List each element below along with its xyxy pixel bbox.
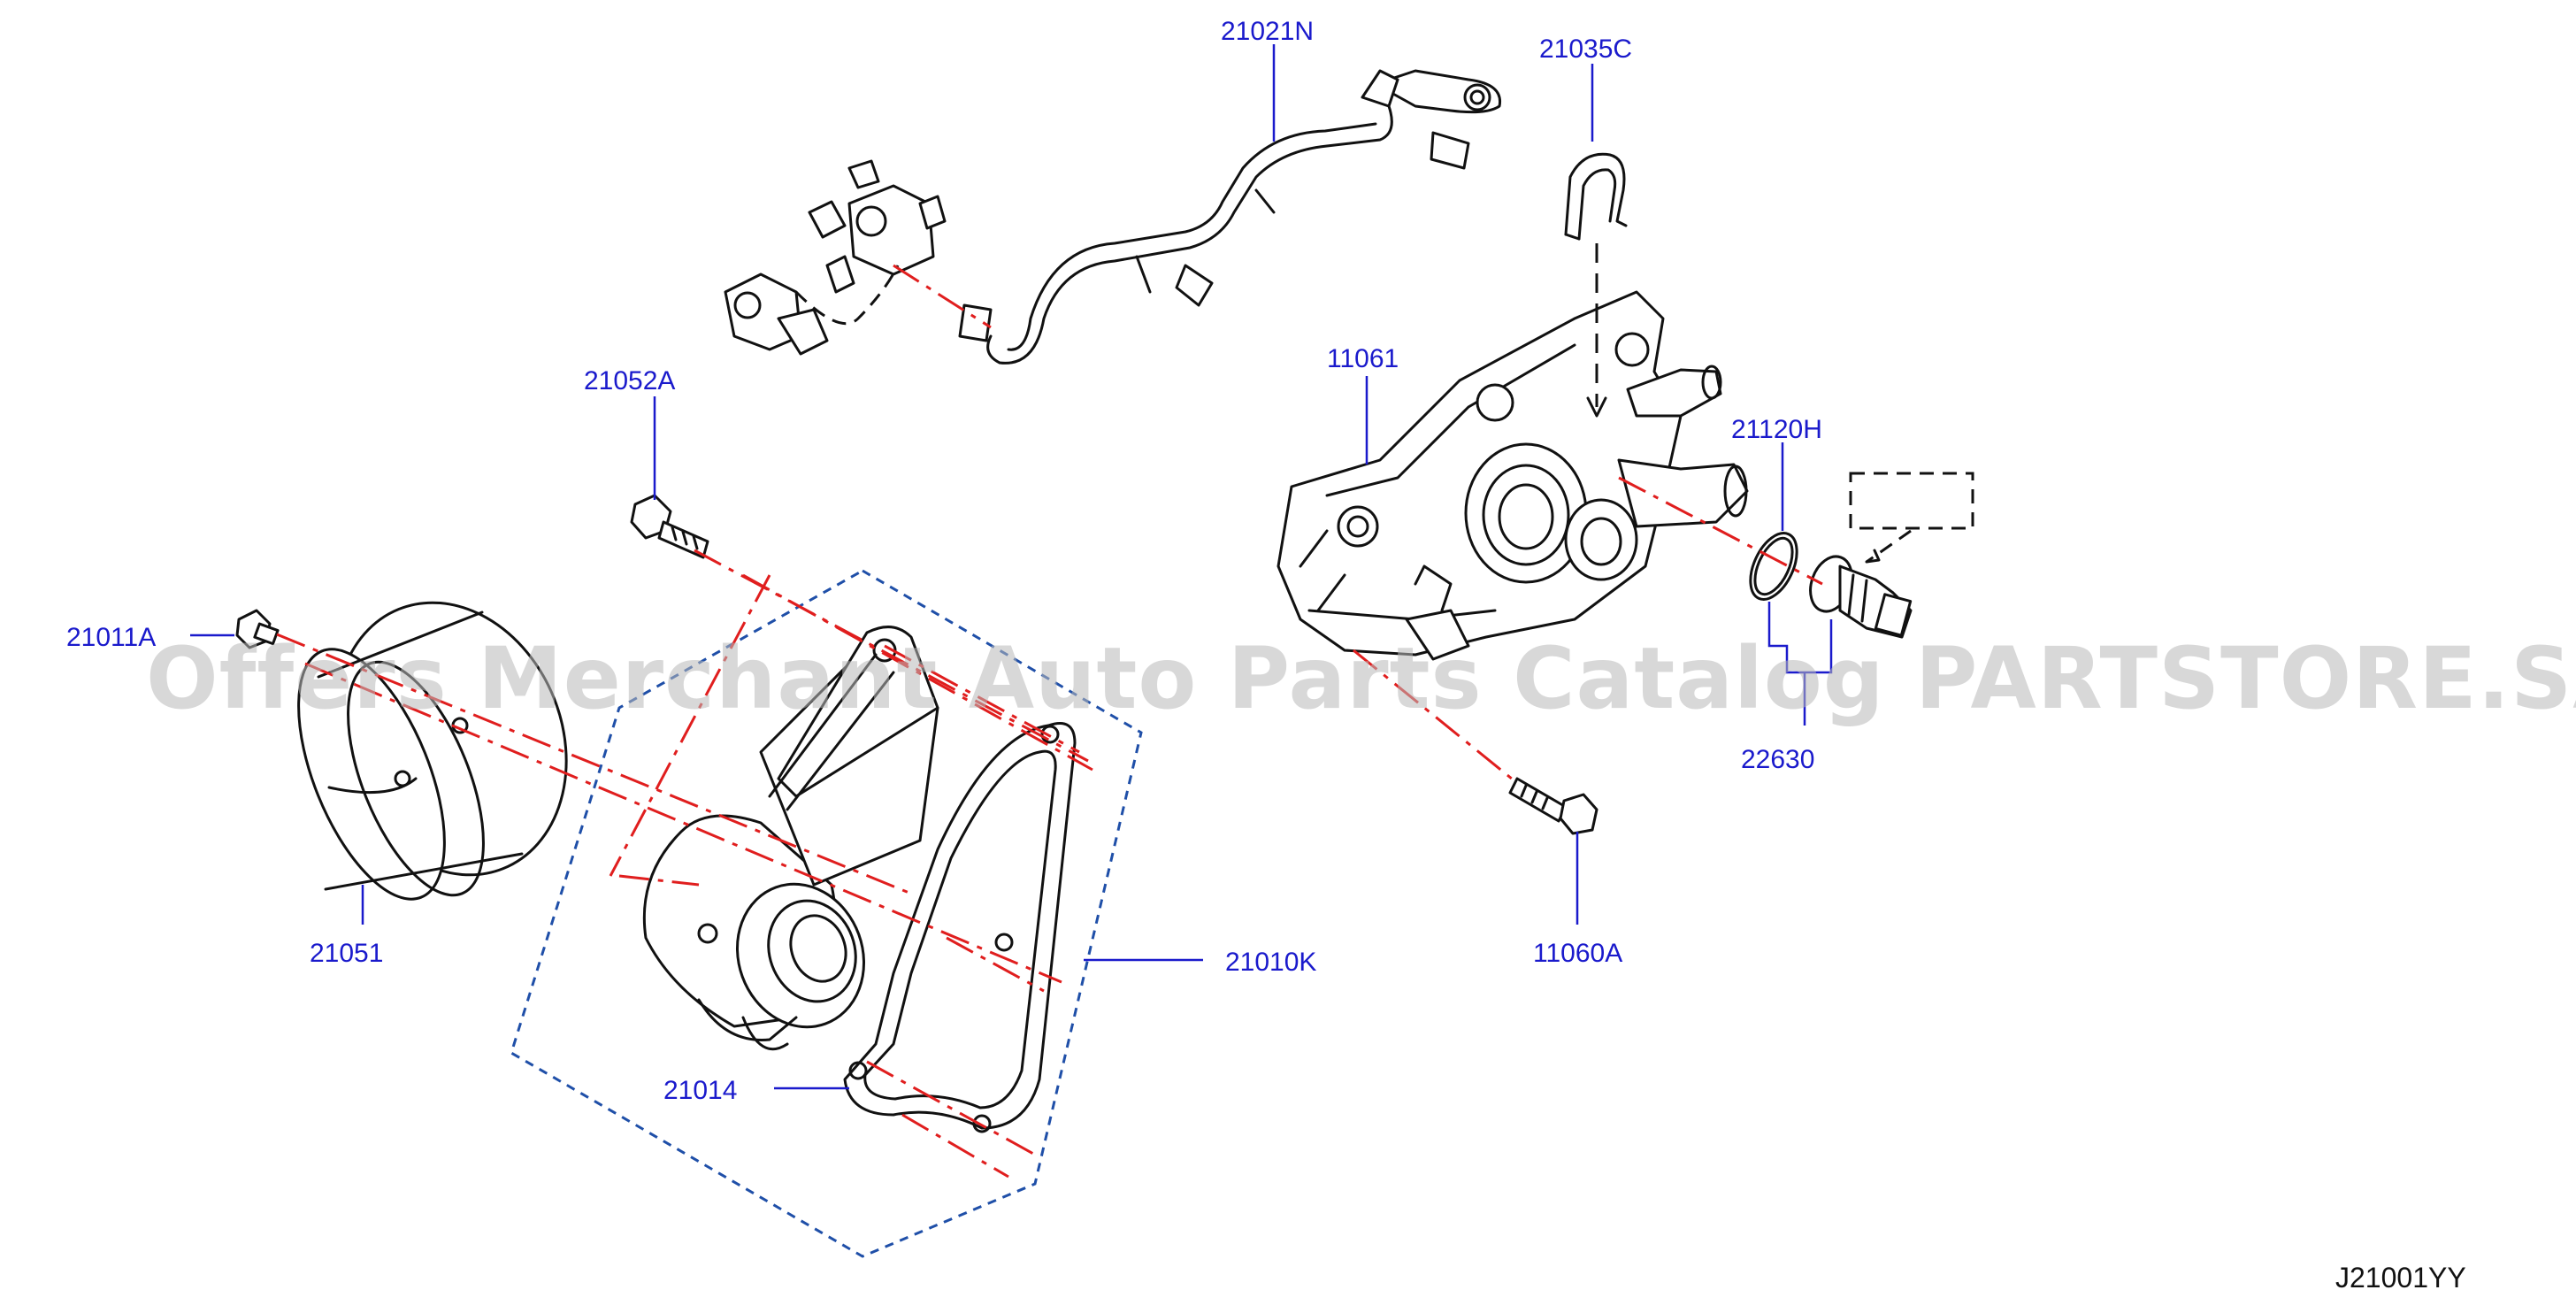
hose-21021n[interactable] — [958, 69, 1502, 365]
o-ring-21120h[interactable] — [1741, 526, 1806, 606]
label-21052a[interactable]: 21052A — [584, 366, 675, 395]
label-21011a[interactable]: 21011A — [66, 623, 156, 652]
label-21120h[interactable]: 21120H — [1731, 415, 1822, 444]
connector-reference-arrow — [1866, 529, 1912, 564]
label-21014[interactable]: 21014 — [663, 1076, 737, 1105]
hose-connectors[interactable] — [724, 159, 947, 356]
diagram-code: J21001YY — [2335, 1262, 2466, 1294]
water-pump-kit-outline — [510, 569, 1143, 1258]
label-21035c[interactable]: 21035C — [1539, 35, 1632, 64]
water-pump-body[interactable] — [642, 626, 939, 1051]
assembly-centerlines — [276, 264, 1823, 1179]
clip-21035c[interactable] — [1564, 152, 1628, 241]
water-outlet-housing-11061[interactable] — [1276, 290, 1749, 661]
label-11061[interactable]: 11061 — [1327, 344, 1399, 373]
gasket-21014[interactable] — [843, 722, 1077, 1133]
bolt-21052a[interactable] — [630, 494, 709, 559]
bolt-21011a[interactable] — [235, 609, 280, 649]
label-21051[interactable]: 21051 — [310, 939, 383, 968]
leader-lines — [190, 44, 1833, 1090]
pulley-21051[interactable] — [269, 568, 607, 919]
watermark: Offers Merchant Auto Parts Catalog PARTS… — [146, 629, 2576, 728]
label-22630[interactable]: 22630 — [1741, 745, 1814, 774]
connector-reference-box — [1849, 472, 1974, 530]
label-21021n[interactable]: 21021N — [1221, 17, 1314, 46]
sensor-22630[interactable] — [1803, 550, 1913, 639]
bolt-11060a[interactable] — [1508, 777, 1598, 835]
label-11060a[interactable]: 11060A — [1533, 939, 1622, 968]
label-21010k[interactable]: 21010K — [1225, 948, 1316, 977]
